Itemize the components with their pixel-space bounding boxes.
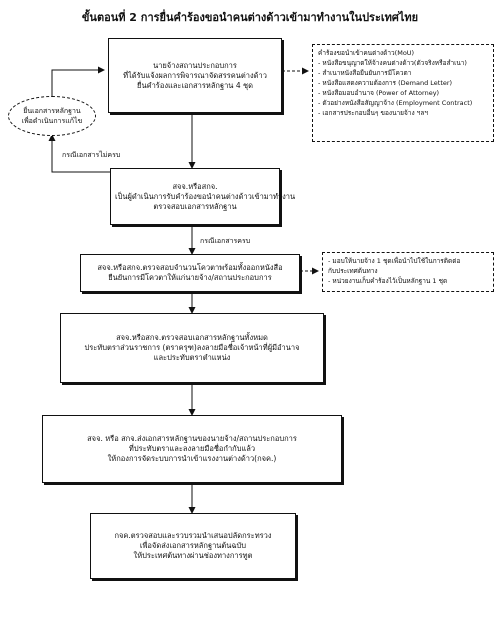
send-line-1: สจจ. หรือ สกจ.ส่งเอกสารหลักฐานของนายจ้าง…	[87, 434, 297, 443]
diagram-title: ขั้นตอนที่ 2 การยื่นคำร้องขอนำคนต่างด้าว…	[81, 11, 419, 24]
copy-note-line-1: - มอบให้นายจ้าง 1 ชุดเพื่อนำไปใช้ในการติ…	[328, 257, 461, 265]
documents-header: คำร้องขอนำเข้าคนต่างด้าว(MoU)	[318, 49, 415, 57]
employer-line-3: ยื่นคำร้องและเอกสารหลักฐาน 4 ชุด	[137, 80, 253, 90]
review-line-2: เป็นผู้ดำเนินการรับคำร้องขอนำคนต่างด้าวเ…	[115, 191, 296, 201]
send-line-2: ที่ประทับตราและลงลายมือชื่อกำกับแล้ว	[128, 444, 256, 453]
missing-docs-ellipse: ยื่นเอกสารหลักฐาน เพื่อดำเนินการแก้ไข	[8, 96, 96, 136]
review-line-1: สจจ.หรือสกจ.	[172, 181, 218, 191]
review-line-3: ตรวจสอบเอกสารหลักฐาน	[153, 201, 237, 211]
send-box: สจจ. หรือ สกจ.ส่งเอกสารหลักฐานของนายจ้าง…	[42, 415, 342, 483]
quota-line-2: ยืนยันการมีโควตาให้แก่นายจ้าง/สถานประกอบ…	[108, 273, 272, 282]
seal-line-3: และประทับตราตำแหน่ง	[153, 353, 231, 362]
arrow-ellipse-to-employer	[51, 66, 105, 96]
seal-line-1: สจจ.หรือสกจ.ตรวจสอบเอกสารหลักฐานทั้งหมด	[116, 333, 268, 342]
final-line-1: กจค.ตรวจสอบและรวบรวมนำเสนอปลัดกระทรวง	[114, 531, 272, 540]
documents-item: - หนังสือแสดงความต้องการ (Demand Letter)	[318, 79, 453, 87]
incomplete-label: กรณีเอกสารไม่ครบ	[62, 151, 121, 159]
quota-box: สจจ.หรือสกจ.ตรวจสอบจำนวนโควตาพร้อมทั้งออ…	[80, 254, 300, 292]
employer-box: นายจ้างสถานประกอบการ ที่ได้รับแจ้งผลการพ…	[108, 38, 282, 113]
documents-box: คำร้องขอนำเข้าคนต่างด้าว(MoU) - หนังสือข…	[312, 44, 494, 142]
seal-line-2: ประทับตราส่วนราชการ (ตราครุฑ)ลงลายมือชื่…	[84, 343, 300, 352]
ellipse-line-1: ยื่นเอกสารหลักฐาน	[23, 107, 81, 115]
quota-line-1: สจจ.หรือสกจ.ตรวจสอบจำนวนโควตาพร้อมทั้งออ…	[97, 263, 283, 272]
final-line-2: เพื่อจัดส่งเอกสารหลักฐานต้นฉบับ	[139, 541, 247, 550]
arrow-incomplete-loop	[48, 134, 110, 173]
employer-line-1: นายจ้างสถานประกอบการ	[153, 60, 237, 70]
employer-line-2: ที่ได้รับแจ้งผลการพิจารณาจัดสรรคนต่างด้า…	[123, 70, 267, 80]
send-line-3: ให้กองการจัดระบบการนำเข้าแรงงานต่างด้าว(…	[107, 454, 277, 463]
copy-note-line-3: - หน่วยงานเก็บคำร้องไว้เป็นหลักฐาน 1 ชุด	[328, 277, 448, 285]
copy-note-line-2: กับประเทศต้นทาง	[328, 267, 378, 275]
final-box: กจค.ตรวจสอบและรวบรวมนำเสนอปลัดกระทรวง เพ…	[90, 513, 296, 579]
seal-box: สจจ.หรือสกจ.ตรวจสอบเอกสารหลักฐานทั้งหมด …	[60, 313, 324, 383]
documents-item: - เอกสารประกอบอื่นๆ ของนายจ้าง ฯลฯ	[318, 109, 428, 117]
documents-item: - ตัวอย่างหนังสือสัญญาจ้าง (Employment C…	[318, 99, 473, 107]
documents-item: - หนังสือขนุญาตให้จ้างคนต่างด้าว(ตัวจริง…	[318, 59, 467, 67]
final-line-3: ให้ประเทศต้นทางผ่านช่องทางการทูต	[133, 551, 253, 560]
review-box: สจจ.หรือสกจ. เป็นผู้ดำเนินการรับคำร้องขอ…	[110, 168, 296, 225]
copy-note-box: - มอบให้นายจ้าง 1 ชุดเพื่อนำไปใช้ในการติ…	[322, 252, 494, 292]
ellipse-line-2: เพื่อดำเนินการแก้ไข	[21, 117, 83, 125]
documents-item: - หนังสือมอบอำนาจ (Power of Attorney)	[318, 89, 440, 97]
documents-item: - สำเนาหนังสือยืนยันการมีโควตา	[318, 69, 412, 77]
complete-label: กรณีเอกสารครบ	[200, 237, 251, 245]
